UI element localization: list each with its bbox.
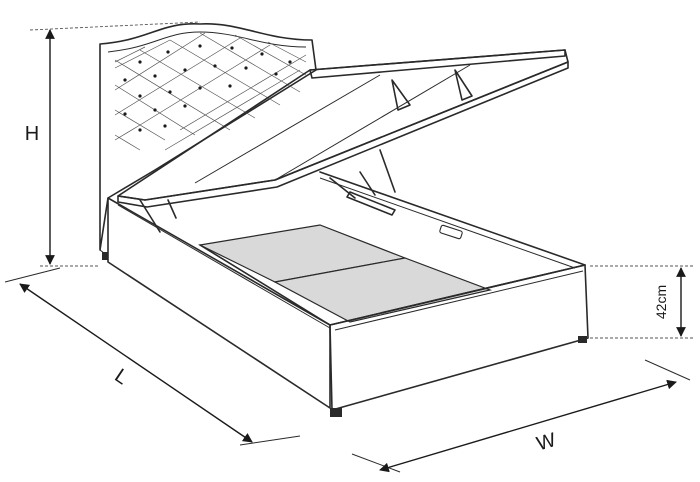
storage-handle [439, 224, 463, 240]
tufting-buttons [123, 44, 292, 132]
bed-foot-front-left [330, 408, 342, 417]
bed-foot-front-right [578, 336, 587, 343]
width-dimension: W [351, 359, 691, 473]
headboard-tufting [114, 32, 307, 151]
height-label: H [25, 123, 39, 145]
storage-floor-panel-front [273, 257, 493, 323]
headboard [99, 23, 317, 260]
lifted-slatted-base [117, 49, 569, 208]
length-label: L [111, 365, 133, 389]
storage-height-label: 42cm [653, 285, 669, 319]
height-dimension: H [25, 21, 201, 267]
length-dimension: L [4, 267, 301, 446]
gas-struts [139, 69, 473, 233]
headboard-foot [102, 252, 108, 260]
storage-height-dimension: 42cm [590, 265, 695, 339]
storage-base [107, 171, 589, 417]
width-label: W [534, 429, 558, 455]
